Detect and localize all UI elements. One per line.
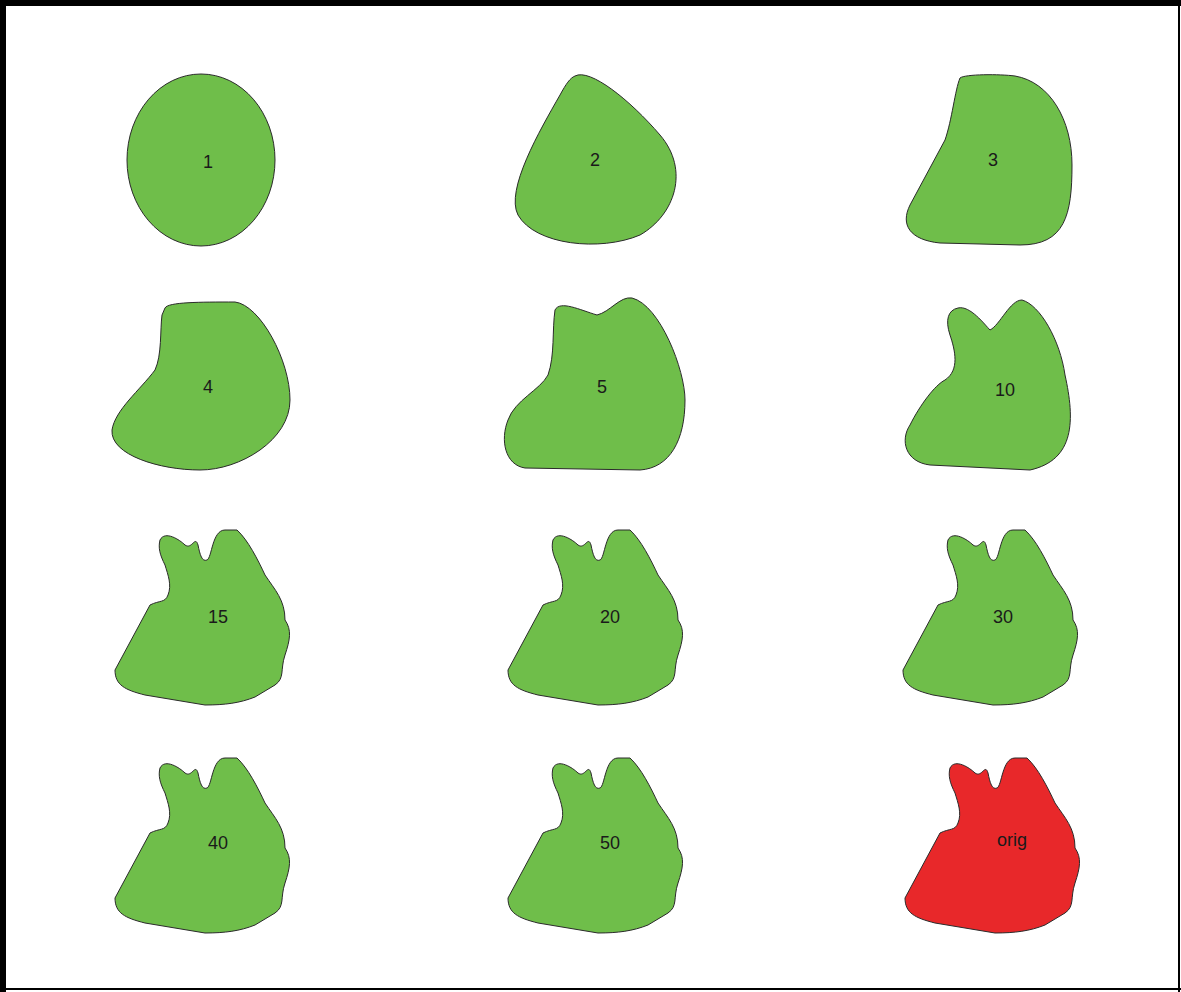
term-count-label: 4: [203, 378, 213, 396]
shape-outline: [105, 748, 300, 943]
shape-reconstruction: 50: [498, 748, 693, 943]
shape-fill: [905, 300, 1070, 470]
shape-reconstruction: 40: [105, 748, 300, 943]
shape-outline: [498, 748, 693, 943]
shape-reconstruction: 3: [895, 65, 1085, 255]
shape-fill: [508, 530, 683, 705]
term-count-label: orig: [997, 831, 1027, 849]
term-count-label: 40: [208, 834, 228, 852]
shape-outline: [495, 288, 695, 480]
shape-reconstruction: 1: [120, 68, 285, 253]
shape-reconstruction: orig: [895, 748, 1090, 943]
shape-fill: [115, 758, 290, 933]
shape-reconstruction: 20: [498, 520, 693, 715]
term-count-label: 2: [590, 151, 600, 169]
shape-reconstruction: 5: [495, 288, 695, 480]
shape-outline: [895, 748, 1090, 943]
term-count-label: 1: [203, 153, 213, 171]
shape-fill: [127, 74, 275, 246]
frame-top: [0, 0, 1181, 6]
shape-fill: [903, 530, 1078, 705]
shape-reconstruction: 2: [505, 62, 690, 257]
frame-left: [0, 0, 6, 992]
shape-outline: [105, 292, 300, 482]
shape-reconstruction: 4: [105, 292, 300, 482]
term-count-label: 20: [600, 608, 620, 626]
term-count-label: 5: [597, 378, 607, 396]
shape-fill: [112, 302, 290, 470]
shape-outline: [498, 520, 693, 715]
shape-fill: [906, 75, 1072, 245]
shape-fill: [504, 298, 685, 470]
shape-outline: [893, 520, 1088, 715]
term-count-label: 15: [208, 608, 228, 626]
term-count-label: 3: [988, 151, 998, 169]
shape-fill: [515, 75, 676, 244]
shape-outline: [105, 520, 300, 715]
term-count-label: 50: [600, 834, 620, 852]
shape-fill: [115, 530, 290, 705]
shape-fill: [905, 758, 1080, 933]
shape-reconstruction: 30: [893, 520, 1088, 715]
frame-bottom: [0, 988, 1181, 990]
shape-reconstruction: 15: [105, 520, 300, 715]
shape-outline: [120, 68, 285, 253]
frame-right: [1178, 0, 1180, 992]
shape-fill: [508, 758, 683, 933]
term-count-label: 30: [993, 608, 1013, 626]
term-count-label: 10: [995, 381, 1015, 399]
shape-reconstruction: 10: [895, 290, 1085, 480]
shape-outline: [895, 290, 1085, 480]
